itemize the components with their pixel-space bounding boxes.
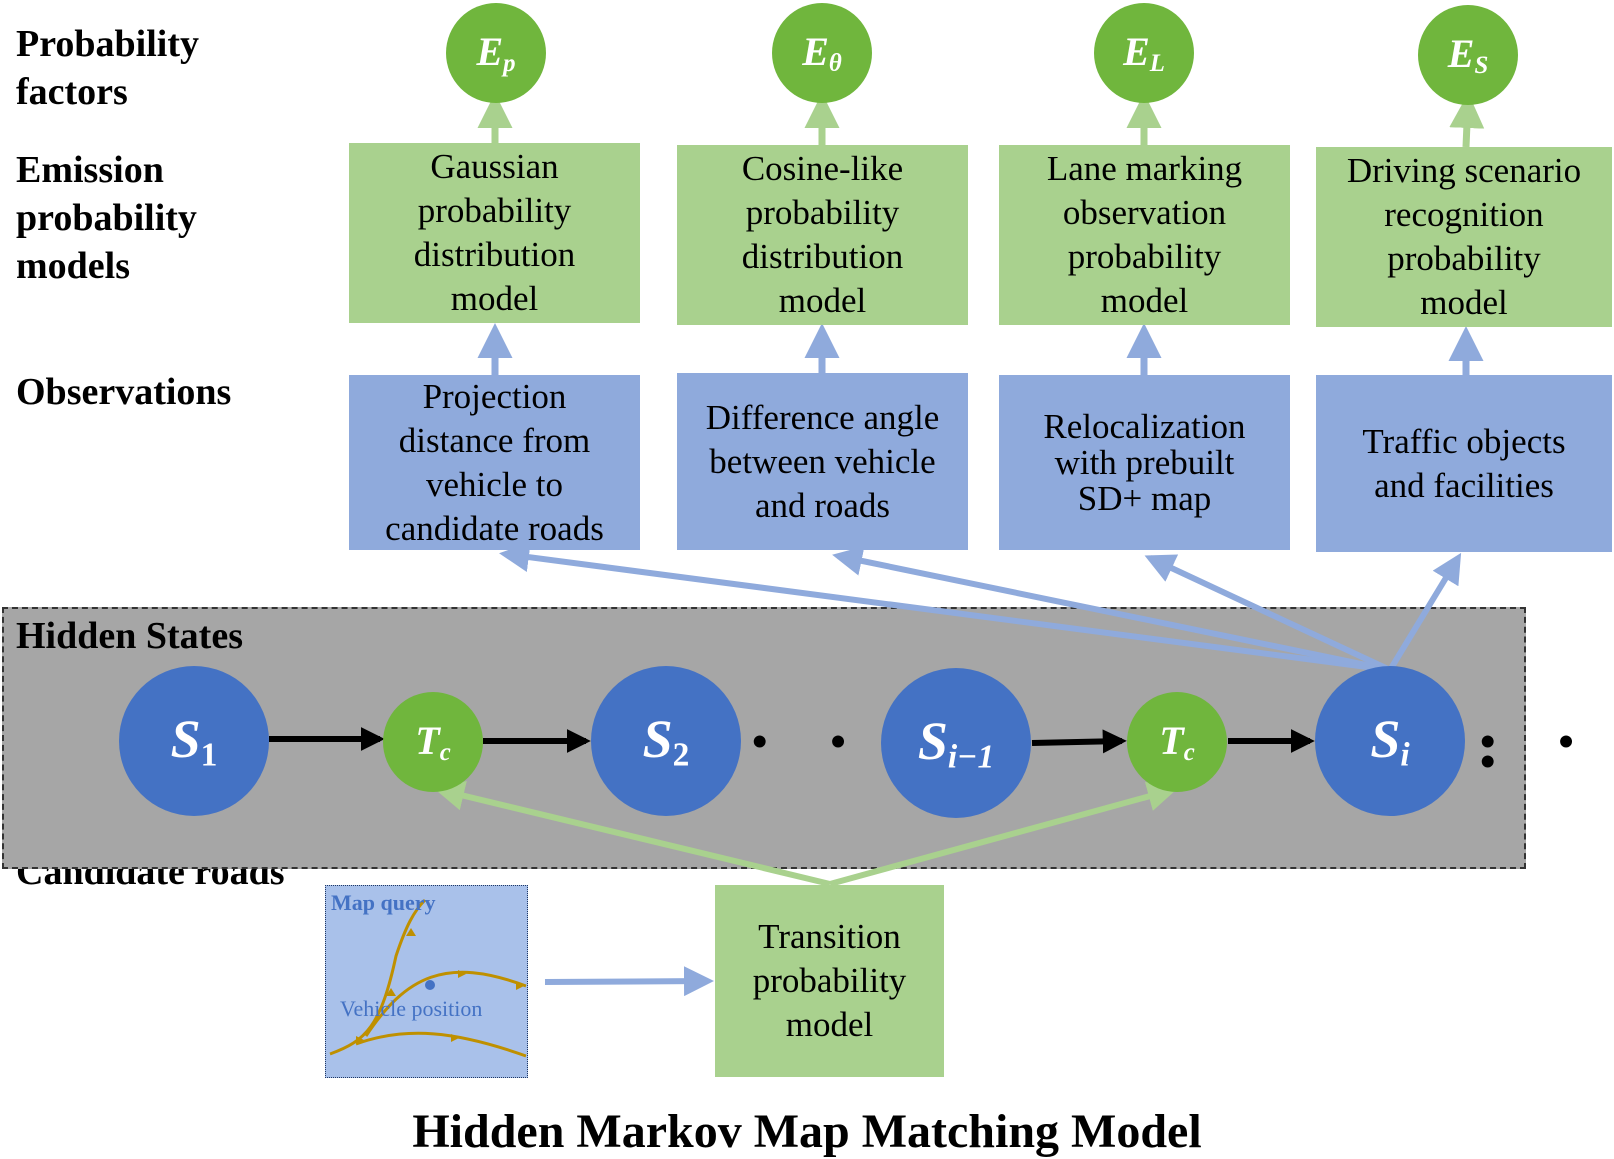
arrow-model-to-factor-4: [1449, 93, 1485, 148]
state-s2: S2: [591, 666, 741, 816]
road-arrow-4: [516, 982, 524, 990]
factor-es: ES: [1418, 5, 1518, 105]
candidate-roads-sketch: [329, 898, 527, 1058]
road-line-2: [364, 970, 527, 1037]
state-s1: S1: [119, 666, 269, 816]
label-probability-factors: Probability factors: [16, 23, 199, 113]
state-tc-1: Tc: [383, 692, 483, 792]
arrow-si-to-obs-2: [832, 546, 1391, 673]
factor-el: EL: [1094, 3, 1194, 103]
state-si: Si: [1315, 666, 1465, 816]
map-query-panel: Map query Vehicle position: [325, 885, 528, 1078]
label-hidden-states: Hidden States: [16, 615, 243, 657]
state-si-minus-1: Si−1: [881, 668, 1031, 818]
label-observations: Observations: [16, 371, 232, 413]
vehicle-position-dot: [425, 980, 435, 990]
arrow-map-to-transition: [544, 966, 714, 997]
arrow-si-to-obs-3: [1144, 554, 1392, 673]
road-arrow-1: [386, 988, 396, 996]
road-line-1: [329, 898, 427, 1056]
ellipsis-2: • • •: [1480, 717, 1600, 786]
road-arrow-2: [406, 928, 416, 936]
arrow-transition-to-tc-1: [434, 781, 831, 887]
factor-etheta: Eθ: [772, 3, 872, 103]
road-arrow-5: [451, 1034, 459, 1042]
arrow-si-to-obs-4: [1387, 552, 1462, 672]
chain-arrow-3: [1031, 729, 1127, 754]
factor-ep: Ep: [446, 3, 546, 103]
vehicle-position-label: Vehicle position: [340, 996, 483, 1021]
state-tc-2: Tc: [1127, 692, 1227, 792]
map-query-title: Map query: [331, 890, 436, 915]
road-arrow-6: [356, 1036, 364, 1044]
arrow-transition-to-tc-2: [829, 781, 1178, 887]
road-arrow-3: [458, 970, 466, 978]
label-emission-models: Emission probability models: [16, 149, 197, 287]
arrow-si-to-obs-1: [499, 542, 1391, 673]
diagram-title: Hidden Markov Map Matching Model: [412, 1105, 1202, 1158]
road-line-3: [355, 1031, 527, 1058]
